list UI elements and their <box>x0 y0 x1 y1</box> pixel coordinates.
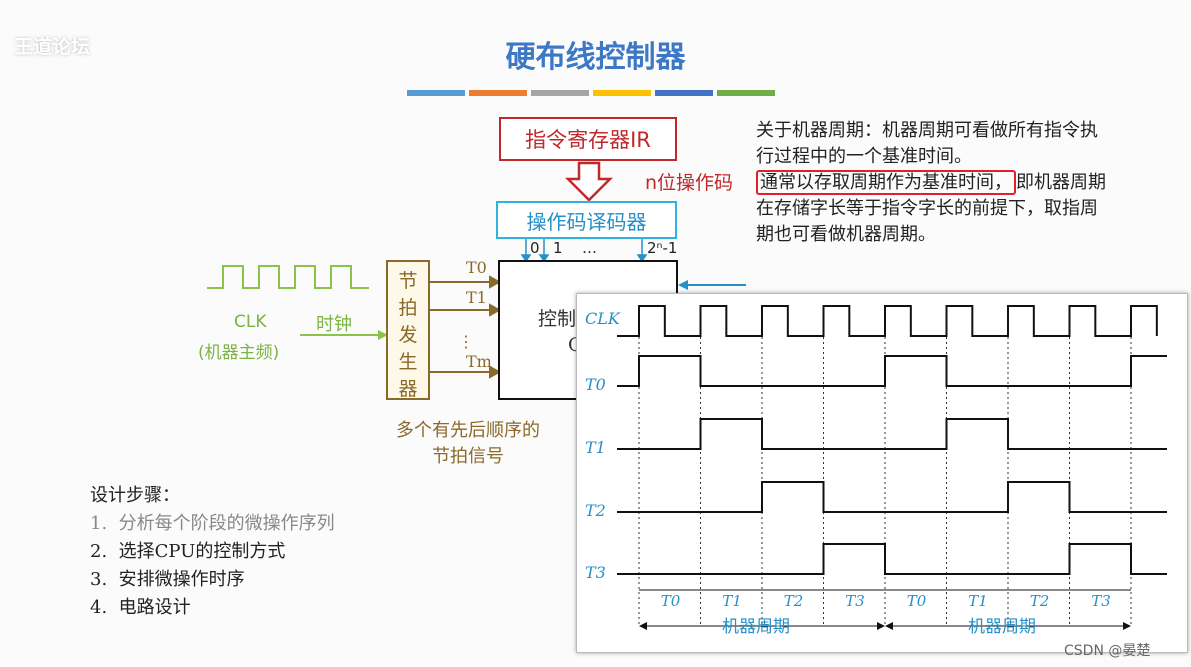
step-text: 分析每个阶段的微操作序列 <box>118 513 335 534</box>
cycle-label: 机器周期 <box>722 617 790 637</box>
beat-output-ellipsis: ⋮ <box>458 332 474 351</box>
feedback-arrow-icon <box>678 280 746 290</box>
color-bar-segment <box>655 90 713 96</box>
decoder-output-0: 0 <box>530 239 540 257</box>
phase-label: T1 <box>968 592 988 610</box>
phase-label: T3 <box>1091 592 1111 610</box>
signal-waveform <box>617 418 1167 450</box>
phase-label: T0 <box>907 592 927 610</box>
cycle-arrowhead <box>639 622 647 630</box>
signal-waveform <box>617 481 1167 513</box>
beat-generator-char-5: 器 <box>398 378 418 400</box>
design-steps: 设计步骤： 1. 分析每个阶段的微操作序列 2. 选择CPU的控制方式 3. 安… <box>90 482 335 622</box>
controller-label: 控制 <box>538 308 577 330</box>
instruction-register-label: 指令寄存器IR <box>525 128 651 152</box>
description-line-3-rest: 即机器周期 <box>1016 172 1106 193</box>
clock-waveform <box>207 265 369 289</box>
opcode-label: n位操作码 <box>645 172 734 194</box>
beat-generator-box: 节 拍 发 生 器 <box>386 260 430 400</box>
decoder-output-last: 2ⁿ-1 <box>647 239 678 257</box>
opcode-decoder-label: 操作码译码器 <box>526 209 647 234</box>
description-line-5: 期也可看做机器周期。 <box>756 224 936 245</box>
page-title: 硬布线控制器 <box>505 40 686 75</box>
step-text: 安排微操作时序 <box>118 569 245 590</box>
decoder-output-ellipsis: … <box>582 239 597 257</box>
cycle-arrowhead <box>877 622 885 630</box>
step-text: 电路设计 <box>118 597 191 618</box>
beat-generator-char-2: 拍 <box>398 297 418 319</box>
phase-label: T1 <box>722 592 742 610</box>
beat-generator-char-1: 节 <box>398 270 418 292</box>
signal-waveform <box>617 543 1167 575</box>
decoder-output-1: 1 <box>553 239 563 257</box>
step-number: 3. <box>90 569 108 590</box>
highlight-text: 通常以存取周期作为基准时间， <box>756 170 1016 195</box>
step-text: 选择CPU的控制方式 <box>118 541 286 562</box>
color-bar-segment <box>407 90 465 96</box>
color-bar-segment <box>593 90 651 96</box>
cycle-label: 机器周期 <box>968 617 1036 637</box>
phase-label: T2 <box>1030 592 1050 610</box>
cycle-arrowhead <box>1123 622 1131 630</box>
beat-output-arrows <box>430 275 500 379</box>
signal-label-t0: T0 <box>585 375 606 394</box>
signal-label-t2: T2 <box>585 501 606 520</box>
opcode-decoder-box: 操作码译码器 <box>496 201 677 239</box>
signal-waveform <box>617 355 1167 387</box>
watermark: 王道论坛 <box>14 36 91 58</box>
description-line-1: 关于机器周期：机器周期可看做所有指令执 <box>756 120 1098 141</box>
clk-waveform <box>617 305 1158 337</box>
phase-label: T0 <box>661 592 681 610</box>
phase-label: T2 <box>784 592 804 610</box>
credit-text: CSDN @晏楚 <box>1064 643 1151 659</box>
step-item: 1. 分析每个阶段的微操作序列 <box>90 510 335 538</box>
color-bar-segment <box>531 90 589 96</box>
step-item: 4. 电路设计 <box>90 594 335 622</box>
clock-arrow-icon <box>300 330 388 340</box>
description: 关于机器周期：机器周期可看做所有指令执 行过程中的一个基准时间。 通常以存取周期… <box>756 118 1191 248</box>
instruction-register-box: 指令寄存器IR <box>499 117 677 161</box>
color-bar-segment <box>717 90 775 96</box>
beat-generator-char-4: 生 <box>398 351 418 373</box>
signal-label-t1: T1 <box>585 438 606 457</box>
step-number: 4. <box>90 597 108 618</box>
signal-label-t3: T3 <box>585 563 606 582</box>
beat-output-tm: Tm <box>466 352 492 371</box>
color-bar-segment <box>469 90 527 96</box>
step-number: 2. <box>90 541 108 562</box>
step-item: 3. 安排微操作时序 <box>90 566 335 594</box>
down-arrow-icon <box>565 161 613 202</box>
step-item: 2. 选择CPU的控制方式 <box>90 538 335 566</box>
beat-note: 多个有先后顺序的节拍信号 <box>396 420 540 467</box>
steps-heading: 设计步骤： <box>90 485 180 506</box>
phase-label: T3 <box>845 592 865 610</box>
description-line-2: 行过程中的一个基准时间。 <box>756 146 972 167</box>
beat-generator-char-3: 发 <box>398 324 418 346</box>
clk-label: CLK <box>234 312 267 332</box>
beat-output-t0: T0 <box>466 258 487 277</box>
description-line-4: 在存储字长等于指令字长的前提下，取指周 <box>756 198 1098 219</box>
beat-output-t1: T1 <box>466 288 487 307</box>
color-bar <box>407 90 775 96</box>
description-line-3: 通常以存取周期作为基准时间，即机器周期 <box>756 170 1191 196</box>
clock-arrow-label: 时钟 <box>316 314 352 335</box>
clk-sublabel: (机器主频) <box>198 343 280 363</box>
decoder-output-arrows <box>520 239 648 263</box>
step-number: 1. <box>90 513 108 534</box>
signal-label-clk: CLK <box>585 309 621 328</box>
cycle-arrowhead <box>885 622 893 630</box>
